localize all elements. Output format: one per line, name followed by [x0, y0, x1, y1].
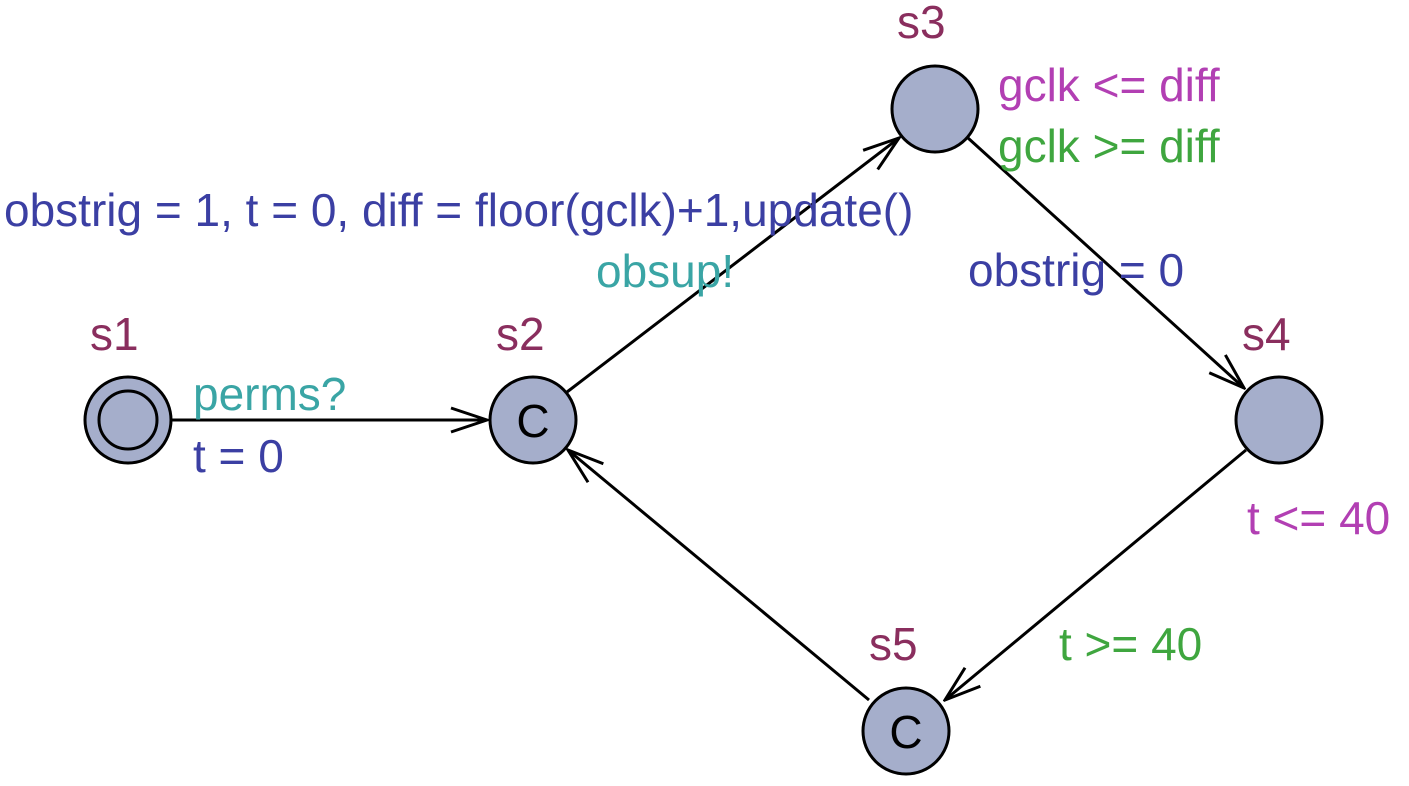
edge-s4-s5[interactable]	[945, 448, 1247, 700]
state-name-s5: s5	[869, 618, 918, 670]
state-s3[interactable]	[890, 64, 980, 154]
state-s2[interactable]: C	[488, 375, 578, 465]
sync-s1-s2: perms?	[193, 368, 346, 420]
edge-s3-s4[interactable]	[966, 136, 1244, 388]
initial-marker-icon	[97, 389, 159, 451]
state-s1[interactable]	[83, 375, 173, 465]
invariant-s4: t <= 40	[1247, 492, 1390, 544]
edge-s5-s2[interactable]	[568, 450, 870, 702]
guard-s4-s5: t >= 40	[1059, 618, 1202, 670]
invariant-s3: gclk <= diff	[998, 59, 1220, 111]
state-s5[interactable]: C	[861, 686, 951, 776]
update-s1-s2: t = 0	[193, 430, 284, 482]
update-s2-s3: obstrig = 1, t = 0, diff = floor(gclk)+1…	[4, 184, 913, 236]
committed-marker: C	[516, 395, 549, 447]
state-name-s2: s2	[496, 308, 545, 360]
guard-s3-s4: gclk >= diff	[998, 120, 1220, 172]
committed-marker: C	[889, 706, 922, 758]
state-name-s3: s3	[897, 0, 946, 48]
state-name-s4: s4	[1242, 308, 1291, 360]
update-s3-s4: obstrig = 0	[968, 244, 1184, 296]
state-s4[interactable]	[1234, 375, 1324, 465]
edge-s2-s3[interactable]	[566, 138, 899, 394]
state-name-s1: s1	[90, 308, 139, 360]
sync-s2-s3: obsup!	[596, 245, 734, 297]
